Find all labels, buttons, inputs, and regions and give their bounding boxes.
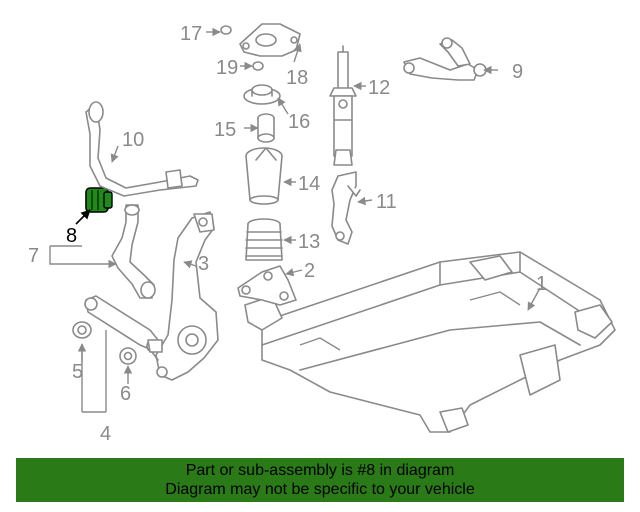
callout-11: 11 xyxy=(376,191,397,213)
part-13-dust-boot xyxy=(245,218,283,261)
part-10-stabilizer-bar xyxy=(85,101,199,197)
callout-18: 18 xyxy=(286,67,308,89)
part-15-bump-stop-insert xyxy=(257,113,275,143)
part-8-bushing-highlighted[interactable] xyxy=(85,187,113,213)
callout-13: 13 xyxy=(298,231,320,253)
part-4-lower-arm xyxy=(84,295,163,361)
part-1-subframe xyxy=(244,251,616,433)
callout-14: 14 xyxy=(298,173,320,195)
callout-15: 15 xyxy=(214,119,236,141)
callout-12: 12 xyxy=(368,77,390,99)
part-9-upper-arm xyxy=(403,37,487,81)
callout-10: 10 xyxy=(122,129,144,151)
part-7-control-arm xyxy=(111,204,156,299)
callout-8-highlighted: 8 xyxy=(66,225,77,247)
part-6-bushing xyxy=(119,347,137,365)
part-2-bracket xyxy=(237,265,297,306)
callout-3: 3 xyxy=(198,253,209,275)
part-18-upper-mount xyxy=(239,23,301,57)
callout-2: 2 xyxy=(304,260,315,282)
part-3-knuckle xyxy=(155,211,219,381)
footer-line-disclaimer: Diagram may not be specific to your vehi… xyxy=(165,481,475,498)
callout-6: 6 xyxy=(120,383,131,405)
callout-16: 16 xyxy=(288,111,310,133)
part-14-bump-stop xyxy=(245,147,283,205)
callout-5: 5 xyxy=(72,361,83,383)
footer-line-part-number: Part or sub-assembly is #8 in diagram xyxy=(185,462,455,479)
callout-7: 7 xyxy=(28,245,39,267)
callout-4: 4 xyxy=(100,423,111,445)
part-12-strut xyxy=(329,45,357,166)
callout-19: 19 xyxy=(216,57,238,79)
part-17-nut xyxy=(220,25,232,35)
callout-1: 1 xyxy=(536,273,547,295)
footer-banner: Part or sub-assembly is #8 in diagram Di… xyxy=(16,458,624,502)
part-16-strut-bearing xyxy=(243,84,281,105)
callout-9: 9 xyxy=(512,61,523,83)
part-19-nut xyxy=(252,61,264,71)
part-5-bushing xyxy=(72,321,92,339)
part-11-knuckle-arm xyxy=(331,171,361,245)
suspension-parts-diagram: 1 2 3 4 5 6 7 8 9 10 11 12 13 14 15 16 1… xyxy=(28,23,616,445)
callout-17: 17 xyxy=(180,23,202,45)
